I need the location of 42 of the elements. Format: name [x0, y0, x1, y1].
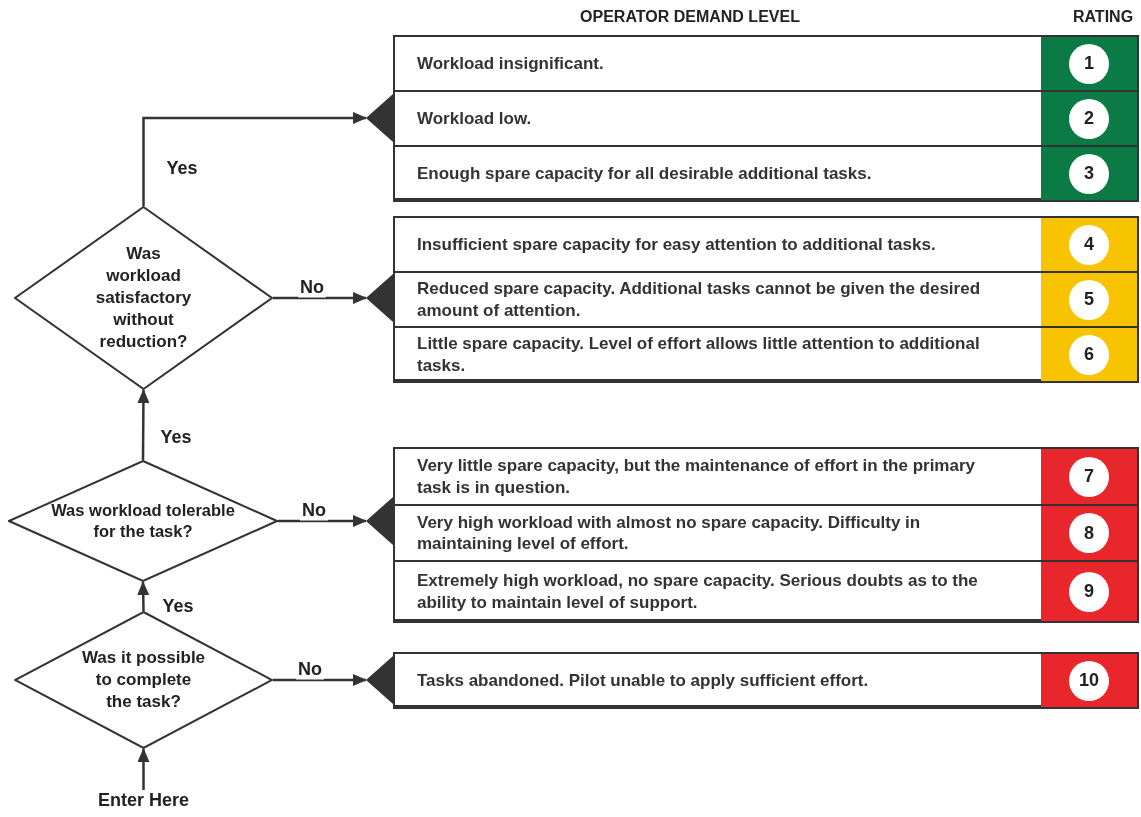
decision-diamond	[14, 611, 273, 749]
level-description: Extremely high workload, no spare capacity. Serious doubts as to the ability to maintain level of support.	[417, 570, 979, 613]
rating-number: 9	[1069, 571, 1109, 612]
question-text: Was workload satisfactory without reduction?	[94, 242, 193, 354]
column-heading: RATING	[1072, 8, 1134, 26]
start-label: Enter Here	[73, 790, 214, 811]
rating-number: 3	[1069, 153, 1109, 194]
rating-number: 5	[1069, 279, 1109, 320]
rating-number: 2	[1069, 98, 1109, 139]
rating-group-box	[393, 216, 1139, 381]
rating-number: 6	[1069, 334, 1109, 375]
rating-number: 7	[1069, 456, 1109, 497]
scale-row	[393, 145, 1139, 202]
flow-arrow	[137, 581, 150, 612]
scale-row	[393, 560, 1139, 623]
column-heading: OPERATOR DEMAND LEVEL	[580, 8, 800, 26]
level-description: Workload insignificant.	[417, 52, 604, 75]
level-description: Little spare capacity. Level of effort allows little attention to additional tasks.	[417, 333, 981, 376]
decision-diamond	[14, 206, 273, 390]
flow-arrow	[273, 674, 367, 686]
flow-arrow	[278, 515, 367, 527]
rating-number: 1	[1069, 43, 1109, 84]
level-description: Enough spare capacity for all desirable additional tasks.	[417, 162, 872, 185]
level-description: Workload low.	[417, 107, 532, 130]
level-description: Tasks abandoned. Pilot unable to apply sufficient effort.	[417, 669, 869, 692]
rating-group-box	[393, 447, 1139, 621]
flow-arrow	[137, 389, 150, 460]
level-description: Very little spare capacity, but the maintenance of effort in the primary task is in question.	[417, 455, 976, 498]
flow-arrow	[273, 292, 367, 304]
question-text: Was it possible to complete the task?	[81, 646, 206, 714]
flow-arrow	[137, 748, 150, 790]
scale-row	[393, 326, 1139, 383]
rating-number: 8	[1069, 513, 1109, 553]
rating-group-box	[393, 35, 1139, 200]
question-text: Was workload tolerable for the task?	[50, 499, 236, 542]
rating-number: 10	[1069, 660, 1109, 701]
flow-arrow	[142, 112, 367, 206]
decision-diamond	[8, 460, 278, 582]
level-description: Insufficient spare capacity for easy attention to additional tasks.	[417, 233, 936, 256]
level-description: Very high workload with almost no spare capacity. Difficulty in maintaining level of effort.	[417, 511, 922, 555]
rating-number: 4	[1069, 224, 1109, 265]
level-description: Reduced spare capacity. Additional tasks cannot be given the desired amount of attention.	[417, 278, 982, 321]
